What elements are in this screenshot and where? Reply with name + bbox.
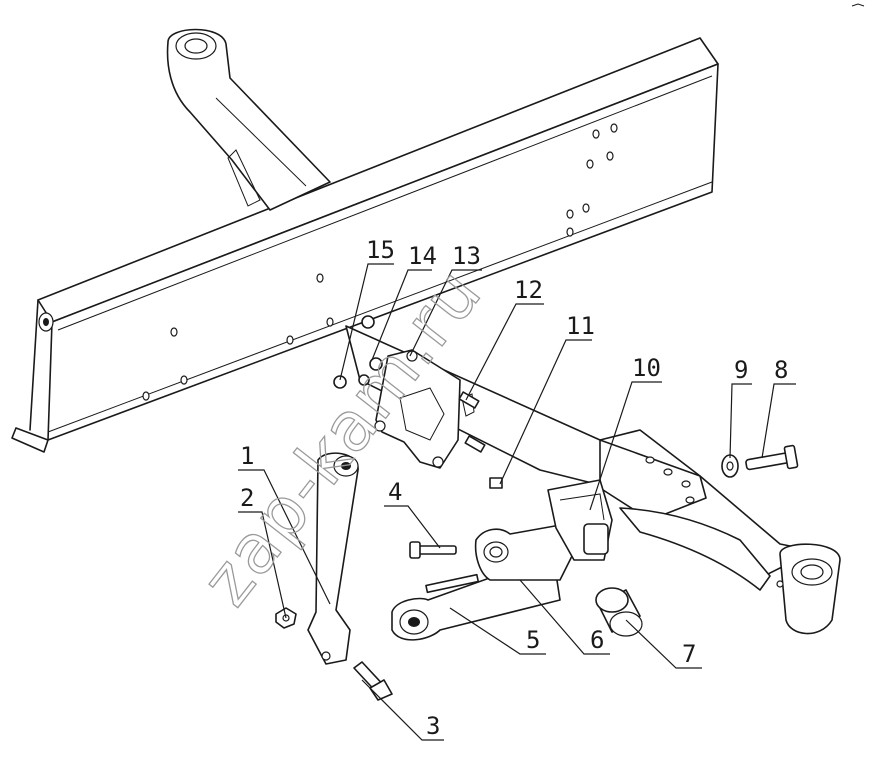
corner-mark [851,3,865,7]
callout-13: 13 [452,242,481,270]
callout-1: 1 [240,442,254,470]
bushing [595,587,643,637]
callout-15: 15 [366,236,395,264]
bolt-8 [745,444,799,471]
callout-9: 9 [734,356,748,384]
washer-9 [721,454,739,478]
callout-3: 3 [426,712,440,740]
callout-2: 2 [240,484,254,512]
upper-cross-member [166,28,331,211]
bolt-4 [409,541,457,559]
callout-leaders [238,263,796,741]
control-arm [474,523,580,581]
link-bolt [353,661,393,701]
clamp-block [547,479,613,561]
callout-4: 4 [388,478,402,506]
callout-10: 10 [632,354,661,382]
callout-14: 14 [408,242,437,270]
callout-5: 5 [526,626,540,654]
mounting-bracket [374,349,475,469]
stabilizer-link [307,452,359,665]
bracket-fasteners [333,315,503,489]
callouts: 1 2 3 4 5 6 7 8 9 10 11 12 13 14 15 [240,236,788,740]
callout-12: 12 [514,276,543,304]
callout-8: 8 [774,356,788,384]
callout-6: 6 [590,626,604,654]
callout-11: 11 [566,312,595,340]
callout-7: 7 [682,640,696,668]
frame-rail [11,37,719,453]
